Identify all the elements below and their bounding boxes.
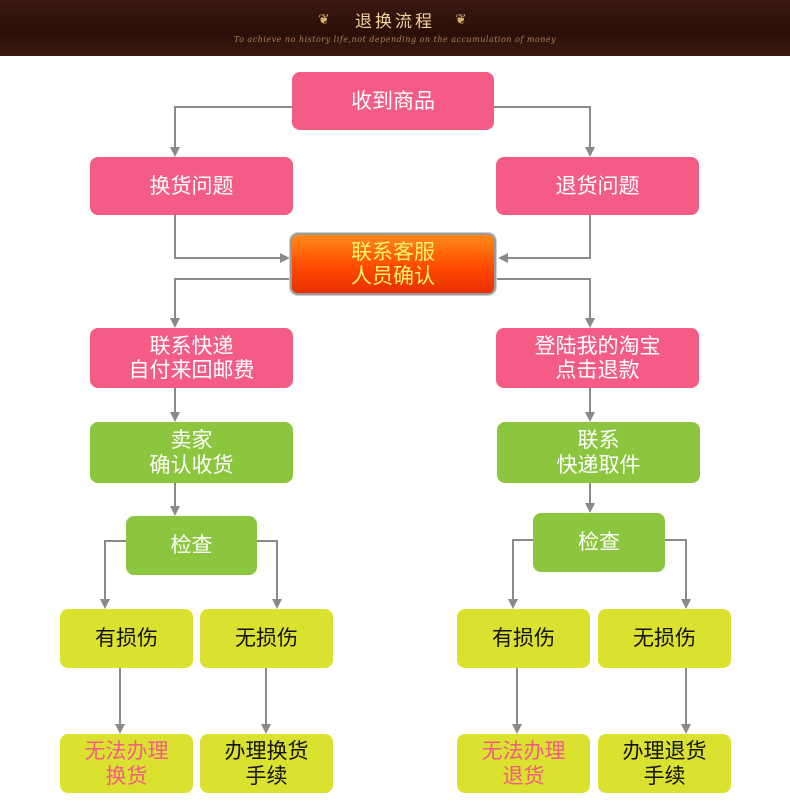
node-inspect-left: 检查 [126, 516, 257, 575]
node-return-issue: 退货问题 [496, 157, 699, 215]
node-cannot-exchange: 无法办理 换货 [60, 734, 193, 793]
node-cannot-return: 无法办理 退货 [457, 734, 590, 793]
node-undamaged-left: 无损伤 [200, 609, 333, 668]
node-exchange-issue: 换货问题 [90, 157, 293, 215]
node-do-exchange: 办理换货 手续 [200, 734, 333, 793]
page-subtitle: To achieve no history life,not depending… [233, 35, 557, 44]
connector-inspect-undamaged-right [664, 539, 691, 609]
node-seller-confirm: 卖家 确认收货 [90, 422, 293, 483]
connector-inspect-damaged-right [508, 539, 533, 609]
page-title: 退换流程 [355, 12, 435, 32]
connector-exchange-service [174, 215, 290, 263]
node-login-taobao: 登陆我的淘宝 点击退款 [496, 328, 699, 388]
page-header: ❦ 退换流程 ❦ To achieve no history life,not … [0, 0, 790, 56]
connector-service-login [494, 278, 595, 328]
node-contact-courier: 联系快递 自付来回邮费 [90, 328, 293, 388]
flourish-right-icon: ❦ [455, 12, 467, 28]
connector-service-courier [170, 278, 292, 328]
node-received: 收到商品 [292, 72, 494, 130]
connector-received-exchange [170, 106, 292, 157]
connector-return-service [498, 215, 591, 263]
connector-inspect-damaged-left [100, 540, 126, 609]
flourish-left-icon: ❦ [318, 12, 330, 28]
node-do-return: 办理退货 手续 [598, 734, 731, 793]
connector-inspect-undamaged-left [256, 540, 282, 609]
node-damaged-left: 有损伤 [60, 609, 193, 668]
connector-received-return [494, 106, 595, 157]
node-courier-pickup: 联系 快递取件 [497, 422, 700, 483]
node-damaged-right: 有损伤 [457, 609, 590, 668]
node-contact-service: 联系客服 人员确认 [290, 233, 496, 295]
node-inspect-right: 检查 [533, 513, 665, 572]
node-undamaged-right: 无损伤 [598, 609, 731, 668]
